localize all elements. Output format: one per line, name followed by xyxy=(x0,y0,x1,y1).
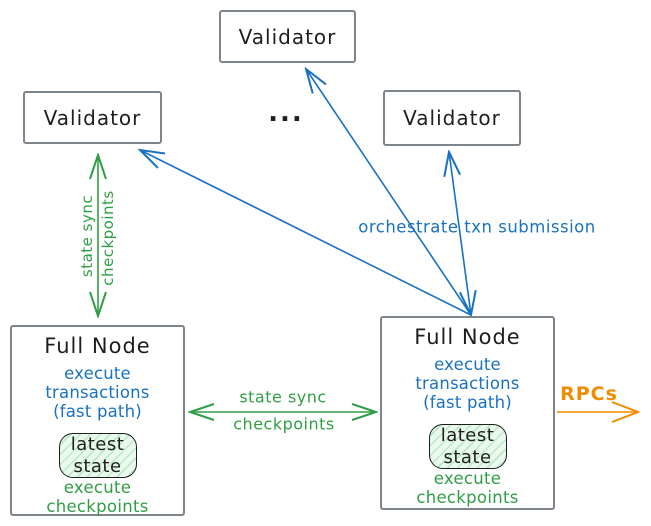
full-node-left-title: Full Node xyxy=(44,334,151,358)
full-node-left-role: execute transactions (fast path) xyxy=(14,364,181,422)
validator-top-label: Validator xyxy=(238,24,337,49)
full-node-left-box: Full Node execute transactions (fast pat… xyxy=(10,325,185,516)
validator-left-box: Validator xyxy=(23,91,162,144)
rpcs-label: RPCs xyxy=(560,383,618,405)
full-node-right-box: Full Node execute transactions (fast pat… xyxy=(380,316,555,510)
validators-ellipsis: ... xyxy=(268,98,304,128)
validator-right-box: Validator xyxy=(383,90,521,146)
full-node-right-role-line2: (fast path) xyxy=(423,393,512,413)
validator-top-box: Validator xyxy=(219,10,356,63)
latest-state-left-line1: latest xyxy=(70,434,125,456)
state-sync-vertical-label-line2: checkpoints xyxy=(99,190,117,286)
full-node-left-role-line2: (fast path) xyxy=(53,402,142,422)
validator-right-label: Validator xyxy=(403,106,501,130)
latest-state-left-line2: state xyxy=(73,455,122,477)
full-node-right-footer: execute checkpoints xyxy=(416,469,519,508)
latest-state-right-line2: state xyxy=(443,446,492,468)
latest-state-right-line1: latest xyxy=(440,425,495,447)
state-sync-vertical-label-line1: state sync xyxy=(78,194,96,278)
full-node-left-role-line1: execute transactions xyxy=(45,364,150,403)
state-sync-horizontal-label-line1: state sync xyxy=(239,387,327,407)
latest-state-right-box: latest state xyxy=(428,424,507,470)
full-node-right-role-line1: execute transactions xyxy=(415,355,520,394)
state-sync-horizontal-label-line2: checkpoints xyxy=(233,414,335,434)
full-node-right-title: Full Node xyxy=(414,325,521,349)
orchestrate-txn-submission-label: orchestrate txn submission xyxy=(358,217,596,237)
full-node-right-role: execute transactions (fast path) xyxy=(384,355,551,413)
validator-left-label: Validator xyxy=(43,105,142,130)
full-node-left-footer: execute checkpoints xyxy=(46,478,149,517)
latest-state-left-box: latest state xyxy=(58,433,137,479)
